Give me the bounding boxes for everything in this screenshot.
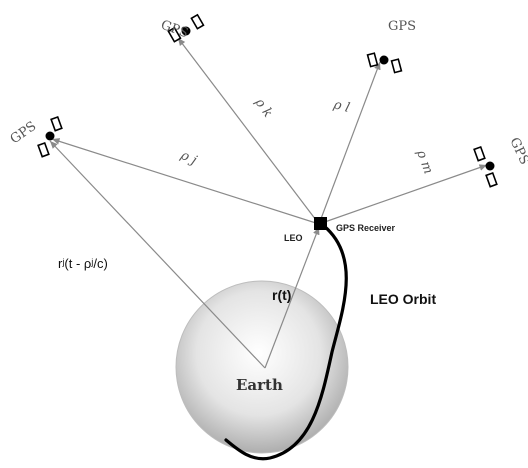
vector-rj	[49, 140, 266, 369]
gps-label-upper-right: GPS	[388, 19, 416, 34]
rho-m-label: ρ m	[413, 147, 436, 176]
los-vector-k	[177, 37, 320, 225]
vector-rt	[264, 226, 320, 369]
rt-label: r(t)	[272, 287, 291, 303]
los-vector-m	[318, 164, 488, 225]
rho-k-label: ρ k	[251, 95, 275, 121]
rho-j-label: ρ j	[177, 148, 199, 169]
gps-label-right: GPS	[506, 135, 528, 167]
los-vector-l	[318, 61, 381, 225]
los-vector-j	[51, 138, 320, 225]
gps-label-left: GPS	[8, 119, 40, 147]
gps-satellite-top-icon	[167, 13, 205, 43]
gps-receiver-label: GPS Receiver	[336, 223, 396, 233]
leo-orbit-label: LEO Orbit	[370, 291, 436, 307]
gps-satellite-left-icon	[37, 115, 63, 158]
gps-satellite-right-icon	[473, 145, 498, 188]
leo-orbit-path	[224, 224, 348, 461]
leo-label: LEO	[284, 233, 303, 243]
rj-expression-label: rʲ(t - ρʲ/c)	[58, 256, 108, 271]
leo-receiver-icon	[314, 217, 327, 230]
earth-globe	[175, 280, 349, 454]
gps-satellite-upper-right-icon	[366, 52, 403, 74]
rho-l-label: ρ l	[331, 97, 351, 116]
earth-label: Earth	[236, 376, 283, 394]
